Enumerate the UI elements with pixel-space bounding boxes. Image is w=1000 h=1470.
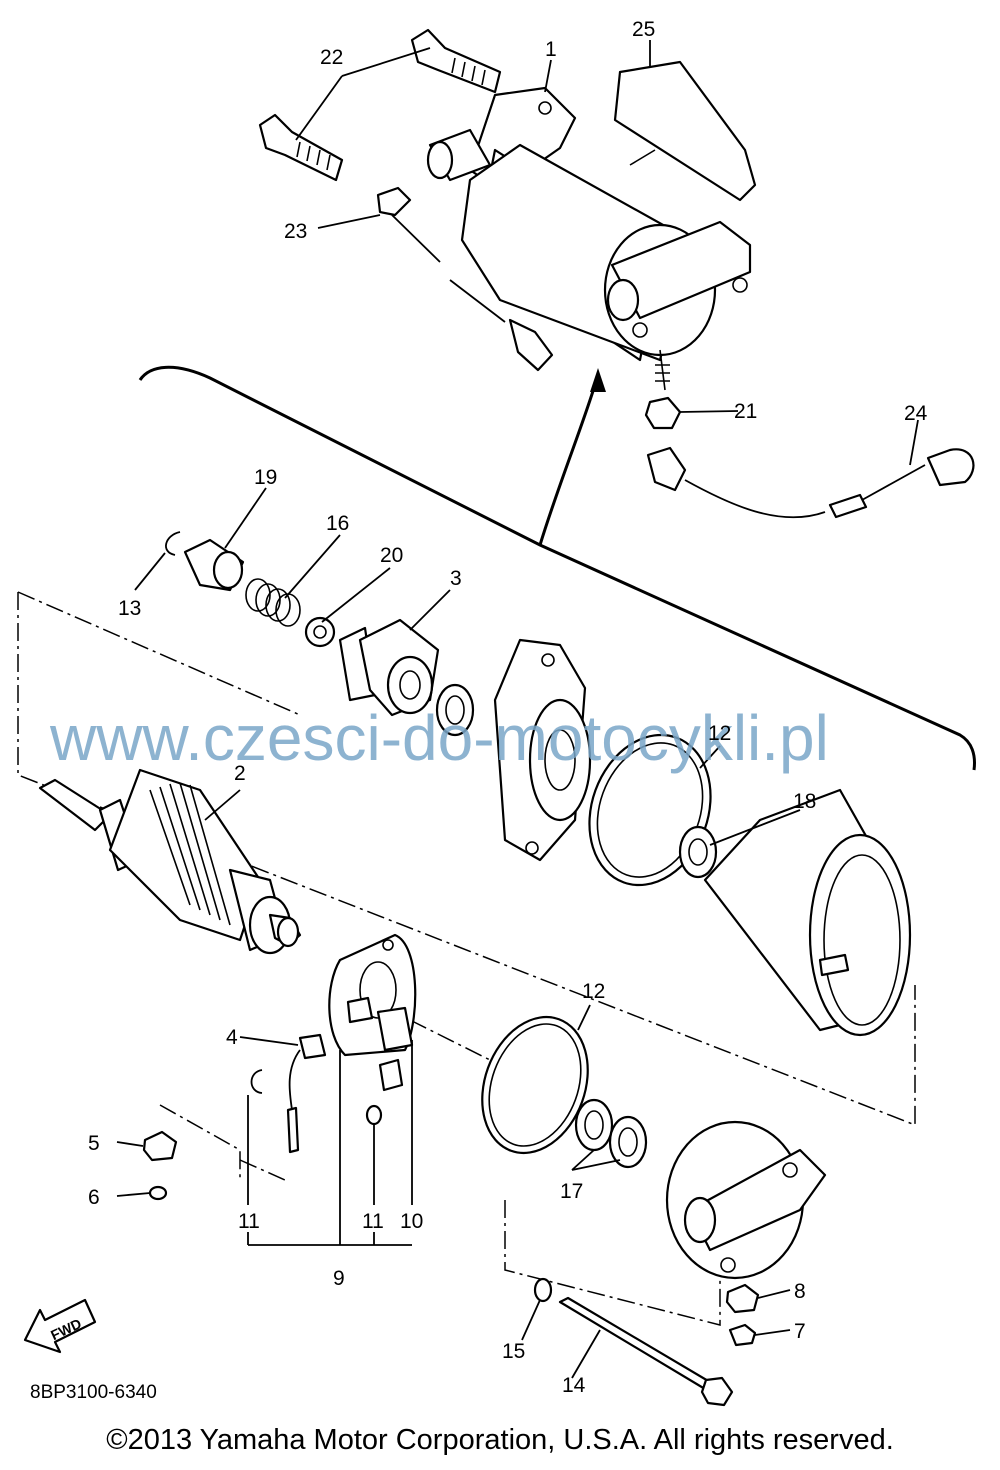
collar-19 — [183, 538, 245, 592]
part-label: 19 — [254, 466, 277, 489]
part-label: 12 — [708, 722, 731, 745]
oil-seal — [435, 683, 475, 737]
brush-plate-9 — [328, 933, 417, 1057]
part-label: 13 — [118, 597, 141, 620]
nut-21 — [644, 396, 682, 430]
part-label: 21 — [734, 400, 757, 423]
part-label: 17 — [560, 1180, 583, 1203]
part-label: 3 — [450, 567, 462, 590]
washer-11-right — [365, 1104, 383, 1126]
nut-8 — [725, 1283, 760, 1314]
washer-11-left — [250, 1069, 263, 1094]
part-label: 7 — [794, 1320, 806, 1343]
starter-motor-assembly — [426, 86, 752, 391]
bolts-22 — [258, 28, 502, 182]
part-label: 12 — [582, 980, 605, 1003]
nut-5 — [142, 1130, 178, 1162]
washers-17 — [574, 1098, 648, 1169]
part-label: 18 — [793, 790, 816, 813]
watermark: www.czesci-do-motocykli.pl — [49, 702, 829, 774]
o-ring-15 — [533, 1277, 553, 1303]
part-label: 11 — [238, 1210, 260, 1233]
leader-lines — [116, 40, 919, 1379]
spring-16 — [245, 578, 301, 627]
circlip-13 — [165, 531, 181, 556]
part-number-labels: 1 2 3 4 5 6 7 8 9 10 11 11 11 12 12 13 1… — [88, 18, 928, 1397]
washer-18 — [678, 825, 718, 879]
part-label: 9 — [333, 1267, 345, 1290]
brush-4 — [286, 1033, 327, 1154]
fwd-arrow-icon: FWD — [23, 1298, 97, 1354]
pinion-clutch-3 — [338, 618, 440, 717]
front-cover — [493, 638, 592, 862]
washer-6 — [148, 1185, 168, 1201]
pad-25 — [613, 60, 757, 202]
part-label: 10 — [400, 1210, 423, 1233]
part-label: 4 — [226, 1026, 238, 1049]
part-label: 5 — [88, 1132, 100, 1155]
part-label: 1 — [545, 38, 557, 61]
part-label: 23 — [284, 220, 307, 243]
part-label: 25 — [632, 18, 655, 41]
part-label: 2 — [234, 762, 246, 785]
part-label: 15 — [502, 1340, 525, 1363]
armature-2 — [38, 768, 302, 955]
part-label: 24 — [904, 402, 928, 425]
rear-cover — [665, 1120, 827, 1280]
yoke — [703, 788, 912, 1037]
assembly-arrow — [138, 365, 976, 771]
part-label: 8 — [794, 1280, 806, 1303]
cable-24 — [646, 446, 975, 519]
part-label: 6 — [88, 1186, 100, 1209]
bolt-14 — [558, 1296, 734, 1407]
nut-7 — [728, 1323, 757, 1347]
copyright-notice: ©2013 Yamaha Motor Corporation, U.S.A. A… — [106, 1424, 894, 1456]
lead-23 — [376, 186, 554, 372]
part-label: 11 — [362, 1210, 384, 1233]
part-label: 20 — [380, 544, 403, 567]
part-label: 16 — [326, 512, 349, 535]
part-label: 22 — [320, 46, 343, 69]
washer-20 — [304, 616, 336, 648]
diagram-code: 8BP3100-6340 — [30, 1382, 157, 1403]
o-ring-12-lower — [481, 1015, 589, 1155]
brush-10 — [378, 1058, 404, 1092]
part-label: 14 — [562, 1374, 586, 1397]
